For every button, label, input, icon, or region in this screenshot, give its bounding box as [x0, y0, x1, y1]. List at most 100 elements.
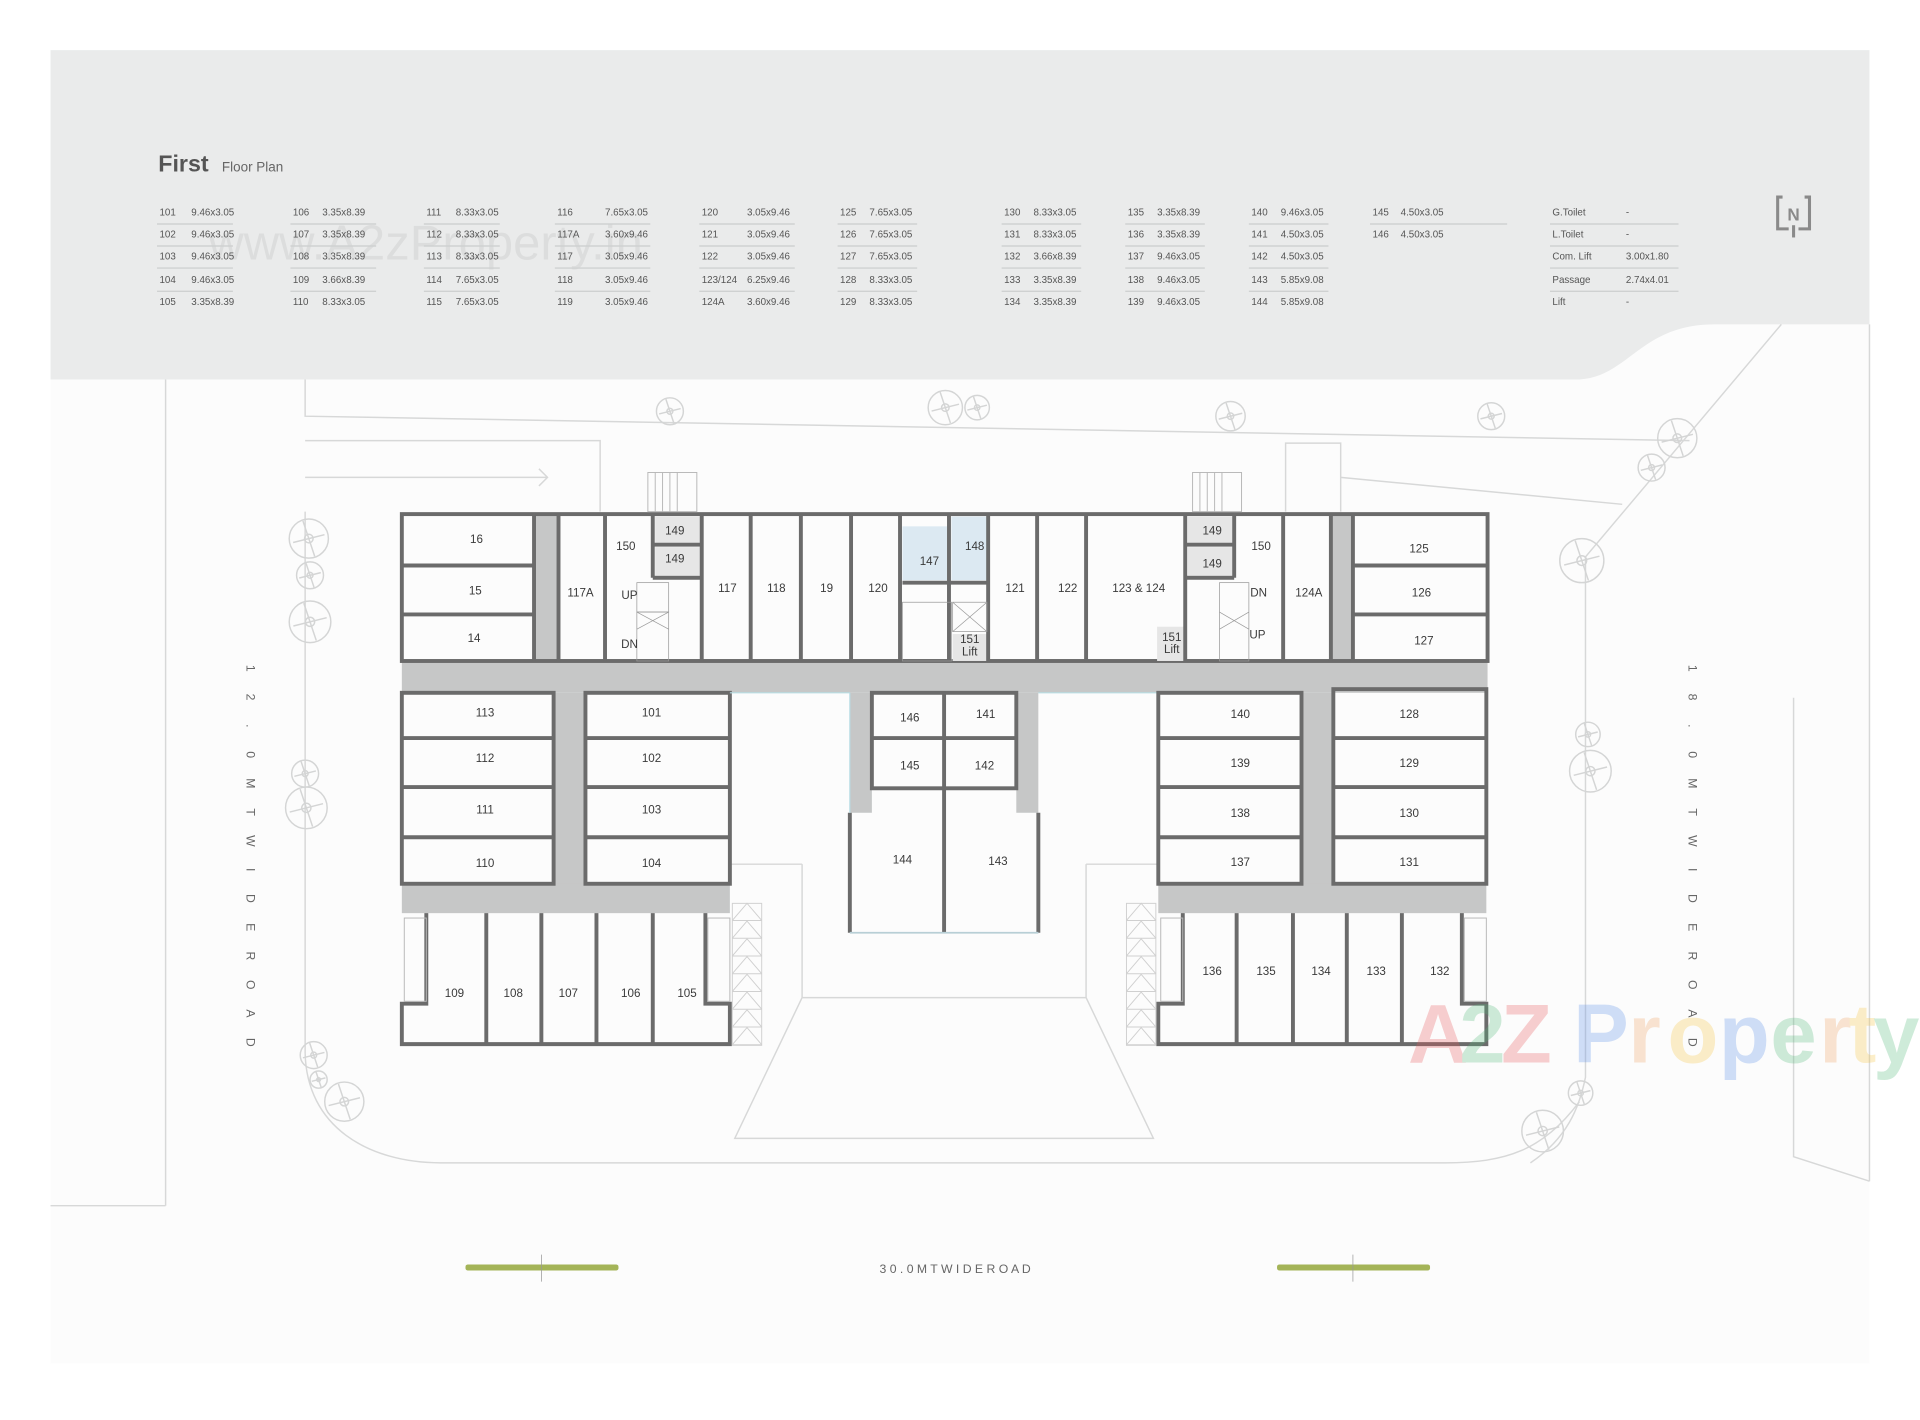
unit-label: 138	[1231, 807, 1250, 820]
unit-number: 117A	[557, 229, 580, 240]
unit-size: 3.35x8.39	[1157, 207, 1200, 218]
unit-size: 3.35x8.39	[191, 297, 234, 308]
unit-number: 140	[1251, 207, 1268, 218]
unit-size: 3.35x8.39	[322, 251, 365, 262]
svg-text:A: A	[243, 1009, 257, 1018]
unit-number: 132	[1004, 251, 1020, 262]
svg-text:I: I	[1685, 868, 1699, 871]
unit-size: 9.46x3.05	[191, 207, 235, 218]
building-plan	[399, 471, 1490, 1047]
area-table-row: 139 9.46x3.05	[1128, 297, 1201, 308]
svg-text:1: 1	[1685, 665, 1699, 672]
unit-size: 3.60x9.46	[747, 297, 791, 308]
unit-number: Passage	[1552, 275, 1590, 286]
svg-text:D: D	[243, 1038, 257, 1047]
unit-label: 146	[900, 712, 919, 725]
title-bold: First	[158, 150, 209, 176]
unit-size: 8.33x3.05	[869, 275, 913, 286]
svg-text:.: .	[243, 724, 257, 727]
svg-text:0: 0	[1685, 751, 1699, 758]
unit-size: 7.65x3.05	[456, 275, 500, 286]
unit-label: 16	[470, 533, 483, 546]
unit-number: G.Toilet	[1552, 207, 1585, 218]
unit-label: 113	[476, 707, 495, 720]
header-band	[50, 50, 1870, 380]
unit-size: 3.60x9.46	[605, 229, 649, 240]
svg-text:8: 8	[1685, 694, 1699, 701]
unit-size: 9.46x3.05	[1157, 251, 1201, 262]
unit-number: 142	[1251, 251, 1267, 262]
unit-label: 14	[468, 632, 481, 645]
unit-number: 117	[557, 251, 573, 262]
unit-size: 9.46x3.05	[1157, 297, 1201, 308]
unit-label: 141	[976, 708, 995, 721]
unit-size: 8.33x3.05	[1033, 229, 1077, 240]
road-divider-right	[1277, 1254, 1431, 1282]
unit-number: 107	[293, 229, 309, 240]
svg-text:Z: Z	[1501, 987, 1552, 1080]
unit-label: 139	[1231, 757, 1250, 770]
unit-label: 150	[1251, 540, 1270, 553]
unit-number: 106	[293, 207, 310, 218]
unit-label: UP	[1249, 628, 1265, 641]
unit-label: 144	[893, 854, 913, 867]
unit-number: 119	[557, 297, 573, 308]
unit-size: 4.50x3.05	[1401, 229, 1445, 240]
svg-text:P: P	[1573, 987, 1629, 1080]
unit-size: 9.46x3.05	[191, 229, 235, 240]
unit-number: 138	[1128, 275, 1145, 286]
unit-number: 139	[1128, 297, 1144, 308]
area-table-row: G.Toilet-	[1549, 207, 1679, 225]
svg-text:T: T	[243, 808, 257, 816]
unit-number: 123/124	[702, 275, 738, 286]
unit-label: 112	[476, 752, 495, 765]
unit-number: 121	[702, 229, 718, 240]
road-label-south: 3 0 . 0 M T W I D E R O A D	[880, 1262, 1031, 1276]
unit-label: 133	[1366, 965, 1385, 978]
unit-number: Lift	[1552, 297, 1565, 308]
unit-size: 2.74x4.01	[1626, 275, 1669, 286]
unit-label: 109	[445, 987, 464, 1000]
svg-text:r: r	[1628, 987, 1660, 1080]
svg-text:W: W	[1685, 835, 1699, 847]
svg-text:I: I	[243, 868, 257, 871]
unit-number: 116	[557, 207, 573, 218]
unit-label: DN	[1250, 587, 1267, 600]
svg-text:0: 0	[243, 751, 257, 758]
svg-text:t: t	[1849, 987, 1877, 1080]
unit-number: 136	[1128, 229, 1145, 240]
unit-label: 104	[642, 857, 662, 870]
area-table-row: Passage 2.74x4.01	[1549, 275, 1679, 293]
unit-number: L.Toilet	[1552, 229, 1583, 240]
unit-size: 7.65x3.05	[869, 207, 913, 218]
tree-symbols	[284, 389, 1698, 1153]
unit-number: 109	[293, 275, 309, 286]
unit-size: 8.33x3.05	[322, 297, 366, 308]
north-arrow-icon: N	[1776, 195, 1812, 238]
unit-number: 101	[159, 207, 175, 218]
unit-number: 120	[702, 207, 719, 218]
unit-size: 4.50x3.05	[1401, 207, 1445, 218]
svg-text:1: 1	[243, 665, 257, 672]
unit-label: 129	[1400, 757, 1419, 770]
